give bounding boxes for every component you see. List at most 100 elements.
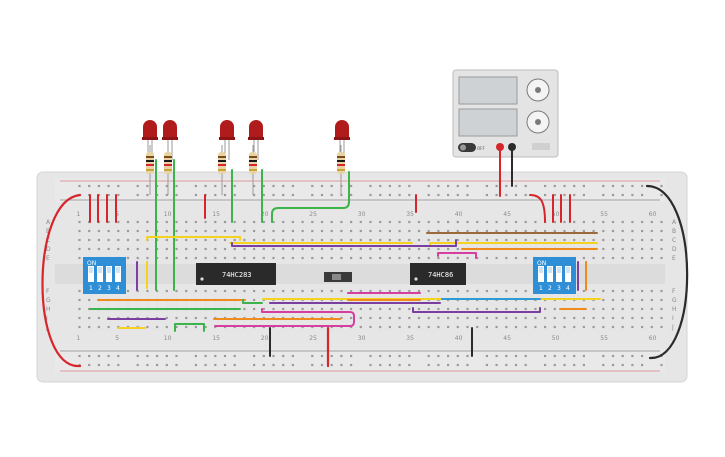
wire[interactable] [429, 242, 598, 246]
wire[interactable] [271, 171, 350, 223]
led-red[interactable] [249, 120, 263, 139]
wire[interactable] [645, 184, 689, 360]
column-number-top: 50 [552, 211, 560, 218]
dip-switch-key[interactable] [97, 266, 103, 282]
row-letter-right: J [671, 324, 674, 331]
row-letter-right: I [672, 315, 674, 322]
dip-switch-position-label: 1 [89, 285, 93, 292]
row-letter-right: E [672, 255, 676, 262]
bottom-power-rail [55, 349, 665, 373]
column-number-top: 45 [503, 211, 511, 218]
column-number-bottom: 60 [649, 335, 657, 342]
column-number-bottom: 35 [406, 335, 414, 342]
dip-right-on-label: ON [537, 260, 546, 267]
column-number-top: 5 [115, 211, 119, 218]
column-number-bottom: 50 [552, 335, 560, 342]
wire[interactable] [242, 299, 263, 304]
column-number-top: 15 [212, 211, 220, 218]
led-with-resistor[interactable] [142, 120, 158, 195]
chip-74hc283[interactable]: 74HC283 [196, 263, 276, 285]
column-number-bottom: 15 [212, 335, 220, 342]
chip-74hc283-label: 74HC283 [222, 271, 252, 279]
led-with-resistor[interactable] [218, 120, 235, 195]
slide-switch[interactable] [324, 272, 352, 282]
chip-74hc86-label: 74HC86 [428, 271, 453, 279]
wires[interactable] [41, 149, 689, 368]
column-number-bottom: 45 [503, 335, 511, 342]
column-number-top: 55 [600, 211, 608, 218]
dip-switch-key[interactable] [106, 266, 112, 282]
led-with-resistor[interactable] [162, 120, 178, 195]
wire[interactable] [412, 307, 541, 313]
wire[interactable] [146, 236, 241, 241]
column-number-top: 30 [358, 211, 366, 218]
dip-switch-key[interactable] [538, 266, 544, 282]
power-off-label: OFF [477, 146, 485, 151]
column-number-bottom: 1 [77, 335, 81, 342]
led-with-resistor[interactable] [248, 120, 264, 195]
column-number-top: 60 [649, 211, 657, 218]
row-letter-right: H [672, 306, 677, 313]
dip-switch-key[interactable] [88, 266, 94, 282]
wire[interactable] [41, 193, 82, 368]
led-red[interactable] [143, 120, 157, 139]
column-number-bottom: 55 [600, 335, 608, 342]
row-letter-left: B [46, 228, 50, 235]
wire[interactable] [174, 323, 205, 332]
current-display [458, 108, 518, 137]
wire[interactable] [214, 308, 355, 327]
row-letter-left: D [46, 246, 51, 253]
column-number-top: 20 [261, 211, 269, 218]
voltage-display [458, 76, 518, 105]
dip-left-on-label: ON [87, 260, 96, 267]
dip-switch-position-label: 1 [539, 285, 543, 292]
negative-terminal[interactable] [508, 143, 516, 151]
dip-switch-position-label: 4 [566, 285, 570, 292]
column-number-top: 25 [309, 211, 317, 218]
column-number-top: 1 [77, 211, 81, 218]
dip-switch-position-label: 4 [116, 285, 120, 292]
row-letter-right: G [672, 297, 677, 304]
row-letter-right: D [672, 246, 677, 253]
chip-74hc86[interactable]: 74HC86 [410, 263, 466, 285]
column-number-top: 10 [164, 211, 172, 218]
row-letter-left: I [46, 315, 48, 322]
wire[interactable] [437, 252, 477, 259]
row-letter-left: A [46, 219, 51, 226]
power-supply[interactable]: OFF [452, 69, 559, 158]
wire[interactable] [529, 194, 546, 223]
row-letter-right: C [672, 237, 676, 244]
led-red[interactable] [335, 120, 349, 139]
row-letter-left: E [46, 255, 50, 262]
column-number-top: 40 [455, 211, 463, 218]
dip-switch-key[interactable] [556, 266, 562, 282]
dip-switch-position-label: 3 [557, 285, 561, 292]
column-number-bottom: 20 [261, 335, 269, 342]
column-number-bottom: 25 [309, 335, 317, 342]
column-number-bottom: 40 [455, 335, 463, 342]
row-letter-right: A [672, 219, 677, 226]
row-letter-left: F [46, 288, 50, 295]
positive-terminal[interactable] [496, 143, 504, 151]
top-power-rail [55, 178, 665, 202]
column-number-top: 35 [406, 211, 414, 218]
dip-switch-key[interactable] [547, 266, 553, 282]
dip-switch-position-label: 2 [548, 285, 552, 292]
dip-switch-key[interactable] [115, 266, 121, 282]
column-number-bottom: 5 [115, 335, 119, 342]
row-letter-right: F [672, 288, 676, 295]
column-number-bottom: 10 [164, 335, 172, 342]
dip-switch-position-label: 2 [98, 285, 102, 292]
dip-switch-position-label: 3 [107, 285, 111, 292]
column-number-bottom: 30 [358, 335, 366, 342]
row-letter-left: H [46, 306, 51, 313]
wire[interactable] [231, 239, 457, 247]
led-red[interactable] [163, 120, 177, 139]
led-red[interactable] [220, 120, 234, 139]
led-with-resistor[interactable] [334, 120, 350, 195]
dip-switch-key[interactable] [565, 266, 571, 282]
row-letter-left: G [46, 297, 51, 304]
